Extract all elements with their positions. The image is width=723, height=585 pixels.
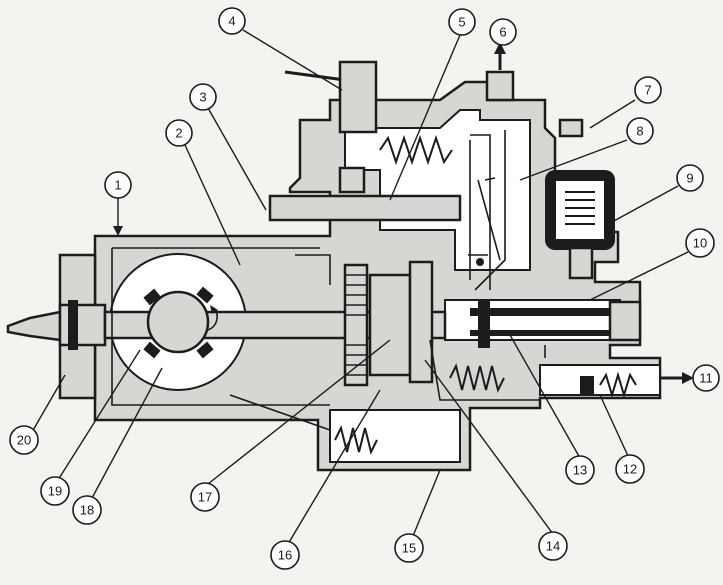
callouts: 1 2 3 4 5 6 7 8 9 10 11 12 13 14 15 16 1…: [9, 7, 720, 570]
callout-4: 4: [218, 7, 246, 35]
control-lever: [268, 60, 506, 291]
svg-text:17: 17: [198, 490, 212, 505]
callout-15: 15: [394, 533, 424, 563]
callout-14: 14: [538, 531, 568, 561]
callout-3: 3: [189, 83, 217, 111]
callout-16: 16: [270, 540, 300, 570]
svg-text:8: 8: [636, 124, 643, 139]
svg-text:3: 3: [199, 90, 206, 105]
svg-text:4: 4: [228, 14, 235, 29]
fuel-passages: [111, 247, 546, 431]
svg-text:19: 19: [48, 484, 62, 499]
callout-17: 17: [190, 482, 220, 512]
springs: [334, 134, 637, 455]
delivery-outlet-arrow: [660, 372, 694, 384]
svg-text:18: 18: [80, 503, 94, 518]
callout-13: 13: [565, 455, 595, 485]
cam-disc: [343, 260, 434, 387]
callout-1: 1: [104, 171, 132, 199]
svg-text:12: 12: [623, 462, 637, 477]
svg-text:7: 7: [644, 83, 651, 98]
svg-text:15: 15: [402, 541, 416, 556]
callout-leaders: [31, 29, 689, 545]
vane-feed-pump: [143, 286, 218, 359]
callout-6: 6: [489, 18, 517, 46]
svg-text:5: 5: [458, 15, 465, 30]
callout-9: 9: [676, 164, 704, 192]
callout-10: 10: [685, 228, 715, 258]
callout-19: 19: [40, 476, 70, 506]
svg-text:9: 9: [686, 171, 693, 186]
callout-2: 2: [165, 119, 193, 147]
callout-18: 18: [72, 495, 102, 525]
callout-7: 7: [634, 76, 662, 104]
svg-text:10: 10: [693, 236, 707, 251]
svg-text:13: 13: [573, 463, 587, 478]
svg-text:16: 16: [278, 548, 292, 563]
svg-text:1: 1: [114, 178, 121, 193]
svg-text:14: 14: [546, 539, 560, 554]
overflow-outlet: [485, 42, 584, 138]
svg-text:11: 11: [699, 371, 713, 386]
svg-text:20: 20: [17, 433, 31, 448]
svg-text:6: 6: [499, 25, 506, 40]
svg-text:2: 2: [175, 126, 182, 141]
solenoid-valve: [545, 170, 615, 280]
callout-8: 8: [626, 117, 654, 145]
callout-5: 5: [448, 8, 476, 36]
callout-12: 12: [615, 454, 645, 484]
distributor-plunger: [470, 300, 642, 348]
callout-11: 11: [692, 364, 720, 392]
callout-20: 20: [9, 425, 39, 455]
